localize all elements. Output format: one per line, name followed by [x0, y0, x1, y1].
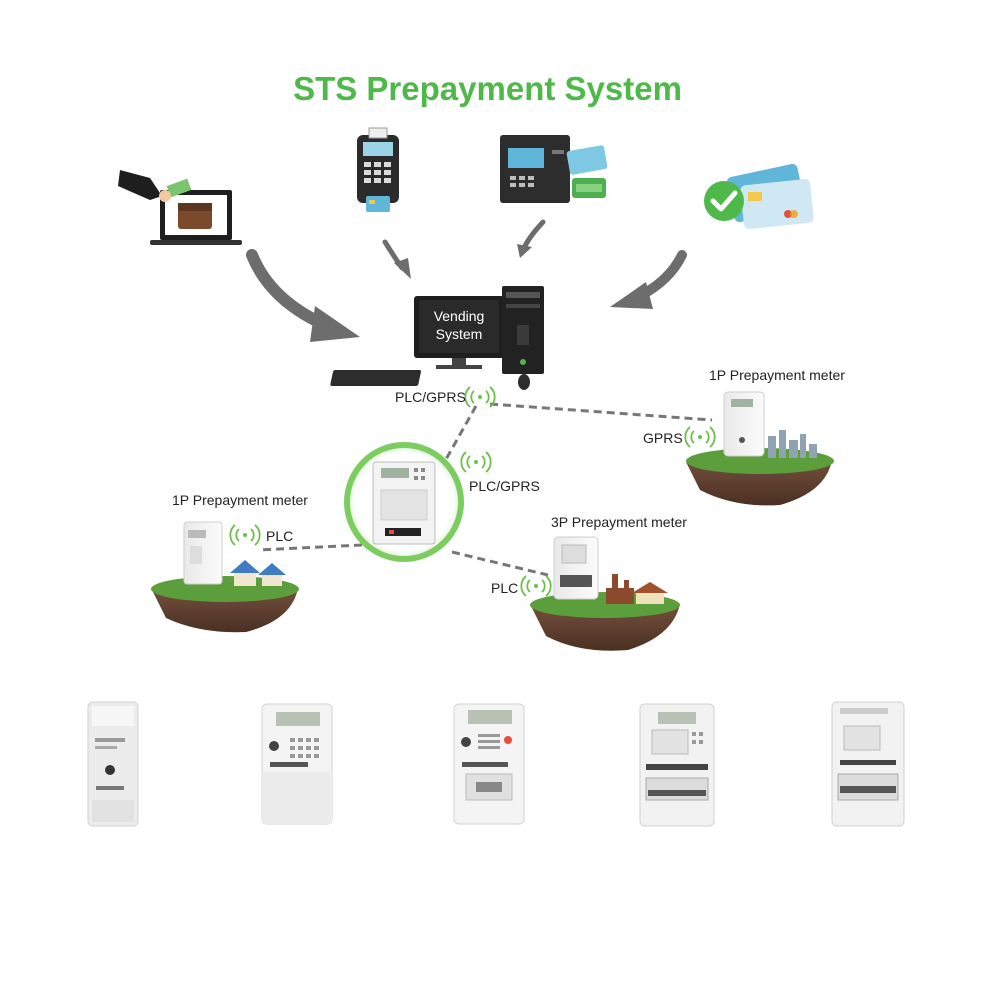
payment-flow-arrows	[246, 219, 687, 342]
online-payment-icon	[118, 170, 242, 245]
island-left-1p-meter	[151, 521, 299, 633]
house-icon	[230, 560, 260, 586]
right-meter-link-label: GPRS	[643, 430, 683, 446]
arrow-atm-to-vending	[517, 219, 546, 258]
vending-system-computer	[330, 286, 544, 390]
signal-icon-bottom-meter	[520, 575, 552, 597]
pos-terminal-icon	[357, 127, 399, 212]
concentrator-link-label: PLC/GPRS	[469, 478, 540, 494]
communication-links	[257, 402, 713, 577]
product-lineup	[87, 701, 905, 827]
arrow-pos-to-vending	[382, 239, 411, 279]
vending-screen-line2: System	[435, 326, 483, 342]
vending-screen-line1: Vending	[433, 308, 485, 324]
vending-screen-text: Vending System	[419, 307, 499, 343]
product-din-rail-meter	[87, 701, 139, 827]
signal-icon-left-meter	[229, 524, 261, 546]
right-meter-title: 1P Prepayment meter	[709, 367, 845, 383]
card-payment-icon	[704, 163, 814, 230]
arrow-online-to-vending	[246, 249, 360, 342]
house-icon	[258, 563, 286, 586]
vending-link-label: PLC/GPRS	[395, 389, 466, 405]
product-3p-meter-a	[639, 703, 715, 827]
link-concentrator-to-bottom-meter	[451, 550, 549, 577]
bottom-meter-link-label: PLC	[491, 580, 519, 596]
signal-icon-vending	[464, 386, 496, 408]
left-meter-link-label: PLC	[266, 528, 294, 544]
island-right-1p-meter	[686, 391, 834, 506]
atm-icon	[500, 135, 608, 203]
data-concentrator	[344, 442, 464, 562]
product-1p-keypad-meter-a	[261, 703, 333, 825]
bottom-meter-title: 3P Prepayment meter	[551, 514, 687, 530]
island-bottom-3p-meter	[530, 536, 680, 651]
product-3p-meter-b	[831, 701, 905, 827]
link-concentrator-to-left-meter	[257, 543, 363, 552]
product-1p-keypad-meter-b	[453, 703, 525, 825]
left-meter-title: 1P Prepayment meter	[172, 492, 308, 508]
signal-icon-concentrator	[460, 451, 492, 473]
arrow-card-to-vending	[610, 250, 687, 309]
page-title: STS Prepayment System	[293, 70, 682, 107]
link-vending-to-right-meter	[489, 402, 713, 422]
signal-icon-right-meter	[684, 426, 716, 448]
